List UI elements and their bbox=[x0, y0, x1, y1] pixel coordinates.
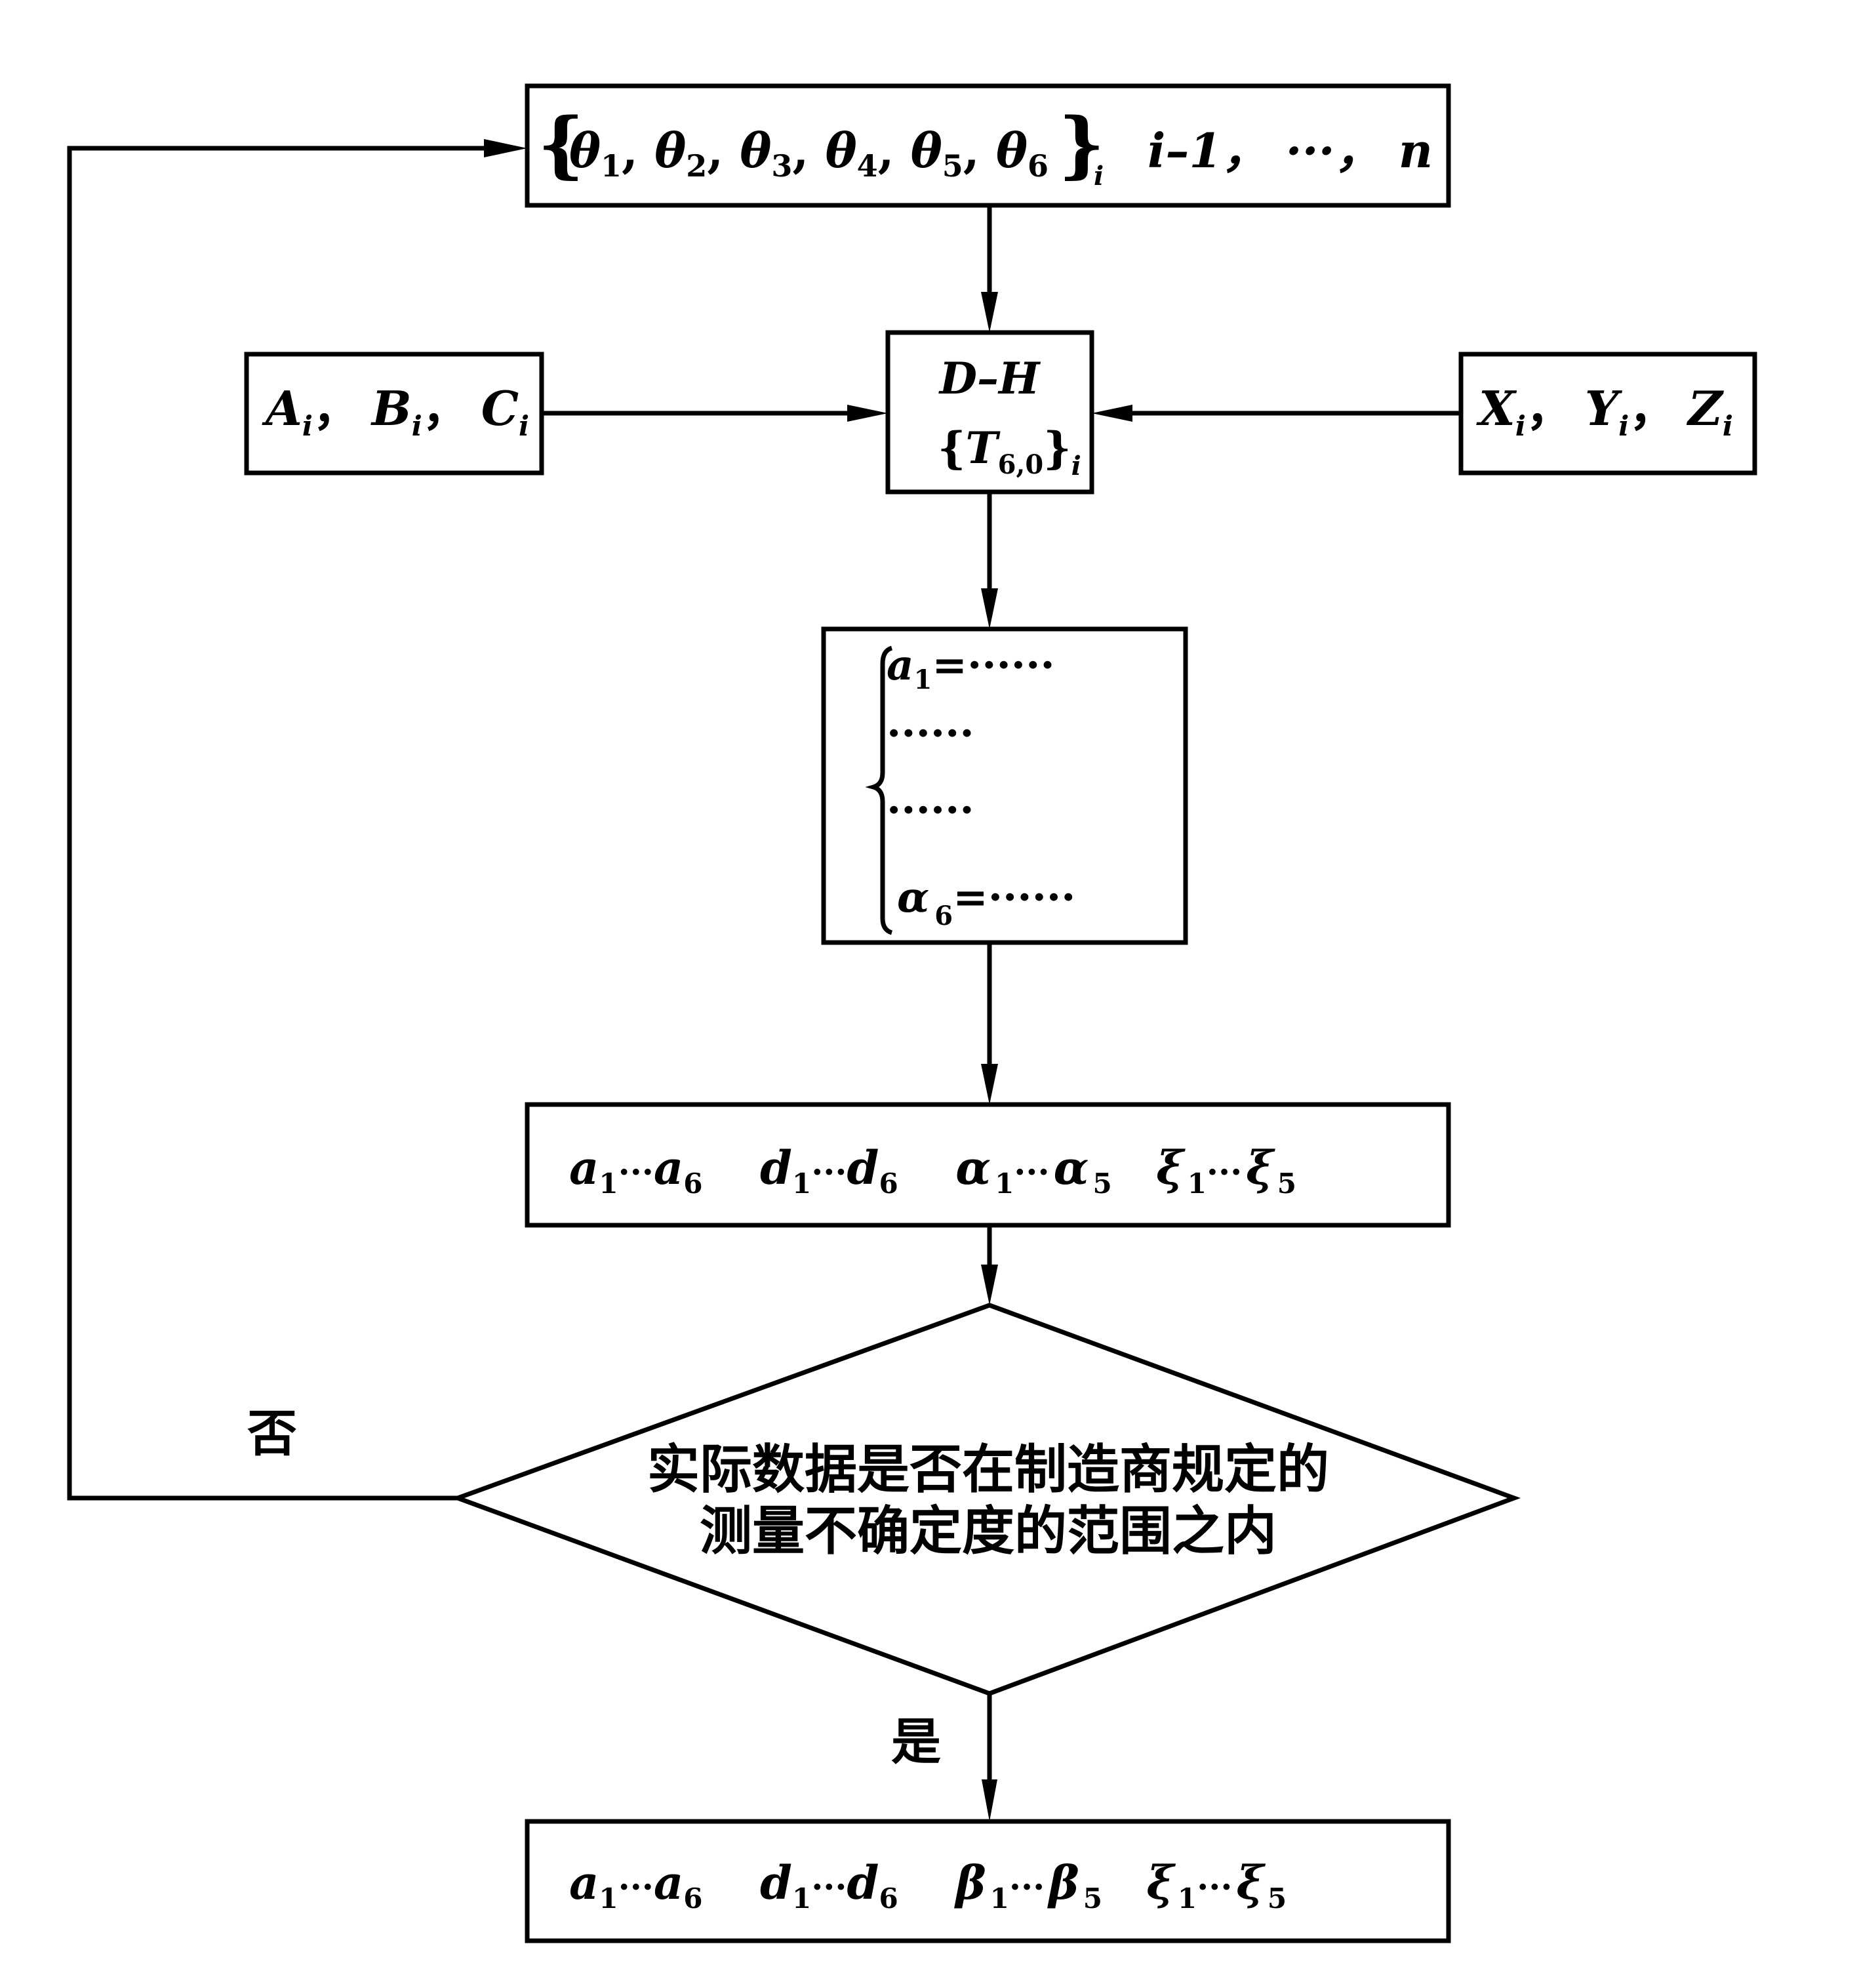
brace-close: } bbox=[1058, 102, 1105, 186]
node-decision: 实际数据是否在制造商规定的 测量不确定度的范围之内 bbox=[450, 1303, 1521, 1696]
arrowhead-into-joint-angles bbox=[484, 139, 527, 157]
arrowhead-into-params bbox=[981, 1064, 998, 1105]
arrowhead-into-final bbox=[982, 1779, 997, 1821]
decision-text-line-1: 实际数据是否在制造商规定的 bbox=[647, 1439, 1329, 1500]
abc-box bbox=[244, 352, 544, 476]
arrowhead-into-dh bbox=[981, 292, 998, 333]
final-params-box bbox=[525, 1819, 1451, 1943]
identified-params-box bbox=[525, 1102, 1451, 1228]
node-xyz-input: Xi， Yi， Zi bbox=[1458, 352, 1757, 476]
equation-brace bbox=[865, 645, 893, 935]
dh-matrix: {T6,0}i bbox=[938, 422, 1081, 481]
arrowhead-into-decision bbox=[981, 1265, 998, 1305]
node-abc-input: Ai， Bi， Ci bbox=[244, 352, 544, 476]
arrowhead-into-equations bbox=[981, 588, 998, 629]
joint-angles-box bbox=[525, 83, 1451, 208]
decision-diamond bbox=[450, 1303, 1521, 1696]
equation-line-2: ······ bbox=[887, 709, 974, 758]
set-subscript-i: i bbox=[1094, 161, 1104, 192]
node-joint-angles: { θ1, θ2, θ3, θ4, θ5, θ6 } i i–1， ···， n bbox=[525, 83, 1451, 208]
brace-open: { bbox=[538, 102, 584, 186]
equation-line-1: a1=······ bbox=[887, 641, 1055, 695]
equation-line-3: ······ bbox=[887, 786, 974, 835]
joint-angle-terms: θ1, θ2, θ3, θ4, θ5, θ6 bbox=[569, 123, 1049, 184]
edge-decision-to-joint-angles bbox=[67, 146, 485, 1501]
xyz-terms: Xi， Yi， Zi bbox=[1476, 380, 1733, 442]
edge-label-no: 否 bbox=[247, 1404, 297, 1463]
dh-box bbox=[885, 330, 1094, 495]
abc-terms: Ai， Bi， Ci bbox=[262, 380, 529, 442]
edge-label-yes: 是 bbox=[891, 1713, 941, 1771]
dh-title: D–H bbox=[938, 353, 1041, 404]
arrowhead-abc bbox=[847, 405, 888, 422]
decision-text-line-2: 测量不确定度的范围之内 bbox=[700, 1501, 1277, 1562]
node-dh-model: D–H {T6,0}i bbox=[885, 330, 1094, 495]
index-range: i–1， ···， n bbox=[1148, 123, 1433, 178]
arrowhead-xyz bbox=[1092, 405, 1132, 422]
xyz-box bbox=[1458, 352, 1757, 476]
